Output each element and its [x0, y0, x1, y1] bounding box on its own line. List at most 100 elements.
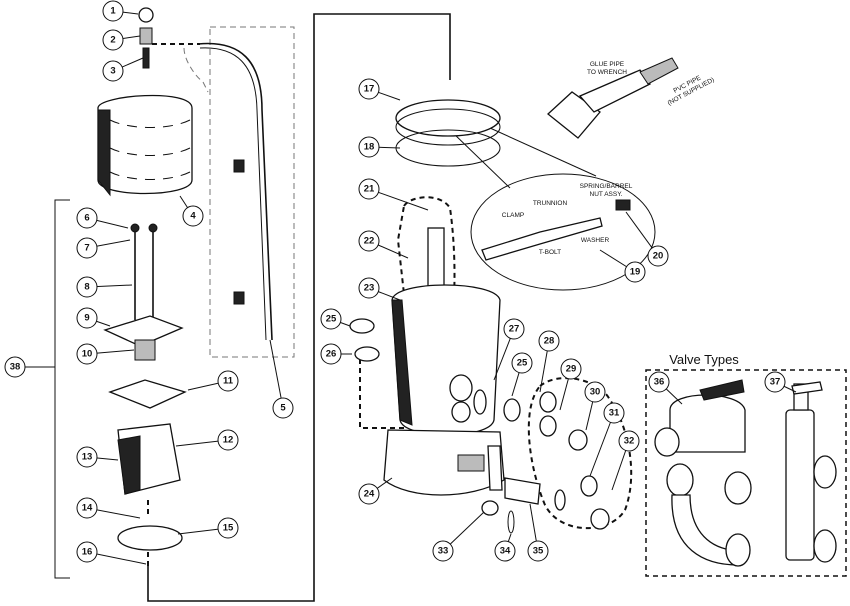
- callout-circle: [494, 540, 516, 562]
- callout-29: 29: [560, 358, 582, 380]
- air-relief-valve: [139, 27, 153, 45]
- callout-circle: [182, 205, 204, 227]
- callout-number: 20: [653, 251, 664, 262]
- callout-number: 36: [654, 377, 665, 388]
- callout-17: 17: [358, 78, 380, 100]
- callout-group: 1234567891011121314151617181920212223242…: [4, 0, 786, 563]
- callout-23: 23: [358, 277, 380, 299]
- callout-circle: [76, 276, 98, 298]
- callout-number: 24: [364, 489, 375, 500]
- callout-number: 37: [770, 377, 781, 388]
- callout-number: 3: [110, 66, 115, 77]
- callout-circle: [102, 29, 124, 51]
- callout-number: 16: [82, 547, 93, 558]
- callout-16: 16: [76, 541, 98, 563]
- leader-line-5: [269, 339, 284, 409]
- callout-circle: [584, 381, 606, 403]
- callout-number: 4: [190, 211, 196, 222]
- callout-number: 35: [533, 546, 544, 557]
- callout-20: 20: [647, 245, 669, 267]
- element-assembly: [103, 223, 187, 570]
- callout-circle: [217, 429, 239, 451]
- gauge-adapter: [142, 47, 150, 69]
- callout-number: 11: [223, 376, 234, 387]
- callout-8: 8: [76, 276, 98, 298]
- callout-number: 17: [364, 84, 375, 95]
- callout-number: 30: [590, 387, 601, 398]
- callout-9: 9: [76, 307, 98, 329]
- svg-text:PVC PIPE(NOT SUPPLIED): PVC PIPE(NOT SUPPLIED): [663, 69, 716, 107]
- callout-number: 32: [624, 436, 635, 447]
- callout-number: 21: [364, 184, 375, 195]
- callout-10: 10: [76, 343, 98, 365]
- callout-number: 8: [84, 282, 89, 293]
- callout-12: 12: [217, 429, 239, 451]
- callout-32: 32: [618, 430, 640, 452]
- pipe-wrench: [547, 57, 679, 139]
- callout-circle: [647, 245, 669, 267]
- callout-number: 9: [84, 313, 89, 324]
- note-t-bolt: T-BOLT: [539, 249, 561, 256]
- callout-2: 2: [102, 29, 124, 51]
- callout-19: 19: [624, 261, 646, 283]
- callout-number: 34: [500, 546, 511, 557]
- callout-34: 34: [494, 540, 516, 562]
- callout-38: 38: [4, 356, 26, 378]
- pressure-gauge-icon: [138, 7, 154, 23]
- callout-circle: [76, 237, 98, 259]
- callout-36: 36: [648, 371, 670, 393]
- callout-circle: [358, 483, 380, 505]
- callout-circle: [76, 541, 98, 563]
- callout-31: 31: [603, 402, 625, 424]
- callout-circle: [511, 352, 533, 374]
- callout-number: 19: [630, 267, 641, 278]
- callout-circle: [76, 343, 98, 365]
- callout-number: 2: [110, 35, 115, 46]
- callout-circle: [648, 371, 670, 393]
- callout-number: 29: [566, 364, 577, 375]
- callout-circle: [272, 397, 294, 419]
- callout-number: 7: [84, 243, 89, 254]
- note-clamp: CLAMP: [502, 212, 524, 219]
- callout-number: 12: [223, 435, 234, 446]
- callout-circle: [538, 330, 560, 352]
- callout-35: 35: [527, 540, 549, 562]
- callout-circle: [603, 402, 625, 424]
- callout-21: 21: [358, 178, 380, 200]
- gauge-assembly: [138, 7, 200, 69]
- callout-circle: [76, 497, 98, 519]
- tank-lid: [97, 94, 193, 197]
- note-glue-pipe-2: TO WRENCH: [587, 69, 627, 76]
- callout-number: 26: [326, 349, 337, 360]
- callout-number: 5: [280, 403, 286, 414]
- callout-circle: [358, 78, 380, 100]
- callout-circle: [76, 307, 98, 329]
- callout-circle: [320, 343, 342, 365]
- callout-6: 6: [76, 207, 98, 229]
- callout-30: 30: [584, 381, 606, 403]
- union-parts: [503, 391, 610, 530]
- callout-number: 23: [364, 283, 375, 294]
- callout-1: 1: [102, 0, 124, 22]
- callout-14: 14: [76, 497, 98, 519]
- callout-circle: [102, 0, 124, 22]
- callout-circle: [358, 230, 380, 252]
- callout-number: 13: [82, 452, 93, 463]
- callout-number: 25: [326, 314, 337, 325]
- callout-number: 25: [517, 358, 528, 369]
- callout-4: 4: [182, 205, 204, 227]
- callout-number: 6: [84, 213, 89, 224]
- callout-number: 31: [609, 408, 620, 419]
- callout-18: 18: [358, 136, 380, 158]
- callout-number: 14: [82, 503, 93, 514]
- callout-circle: [102, 60, 124, 82]
- callout-number: 10: [82, 349, 93, 360]
- callout-circle: [503, 318, 525, 340]
- callout-15: 15: [217, 517, 239, 539]
- callout-circle: [358, 136, 380, 158]
- callout-28: 28: [538, 330, 560, 352]
- callout-number: 28: [544, 336, 555, 347]
- clamp-and-oring: [395, 99, 631, 261]
